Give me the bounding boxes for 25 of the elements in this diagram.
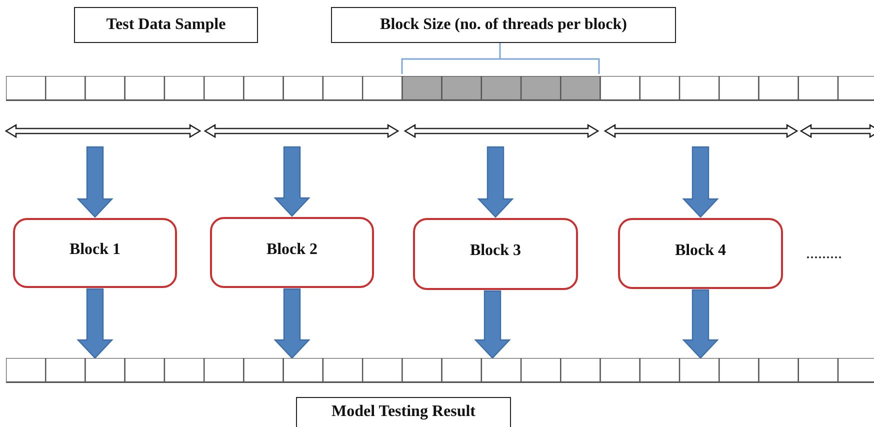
block-arrow [682,289,719,359]
label-box [331,7,676,43]
block-arrow [474,290,511,359]
ellipsis-text: ......... [806,245,842,263]
data-array [6,358,874,383]
block-box [413,218,578,290]
block-box [13,218,177,288]
data-array [6,76,874,101]
label-box [74,7,258,43]
block-title: Block 1 [69,241,121,259]
block-title: Block 4 [674,242,726,260]
block-title: Block 2 [266,240,318,258]
block-arrow [682,146,719,218]
label-text: Model Testing Result [331,403,476,421]
block-arrow [76,146,114,218]
block-arrow [477,146,514,218]
block-box [210,217,374,288]
block-arrow [76,288,114,359]
label-text: Test Data Sample [106,16,226,34]
block-title: Block 3 [470,242,522,260]
block-arrow [274,146,310,217]
label-box [296,397,511,427]
block-box [618,218,783,289]
label-text: Block Size (no. of threads per block) [380,16,627,34]
block-arrow [274,288,310,359]
